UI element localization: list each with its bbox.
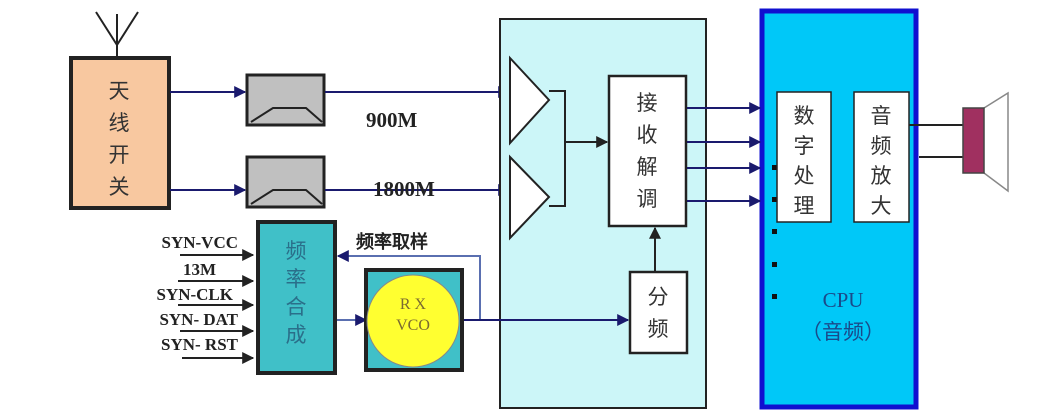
- demod-char: 收: [637, 123, 658, 147]
- synth-char: 合: [286, 295, 307, 319]
- audio-amp-char: 频: [871, 134, 892, 158]
- antenna-switch-char: 关: [109, 175, 130, 199]
- cpu-label: CPU: [823, 288, 864, 312]
- syn-input-label: 13M: [183, 260, 216, 279]
- speaker-icon: [962, 91, 1009, 193]
- audio-amp-char: 大: [871, 194, 892, 218]
- audio-amp-block: 音 频 放 大: [853, 91, 910, 223]
- frequency-synthesizer-block: 频 率 合 成: [256, 220, 337, 375]
- vco-label: VCO: [396, 317, 430, 334]
- band-1800-label: 1800M: [373, 177, 435, 201]
- cpu-sublabel: （音频）: [801, 320, 885, 344]
- divider-char: 频: [648, 317, 669, 341]
- lna-1800-icon: [509, 154, 551, 241]
- amp-combine-line: [549, 90, 607, 207]
- digital-processing-block: 数 字 处 理: [776, 91, 832, 223]
- vco-label: R X: [400, 296, 427, 313]
- rx-vco-block: R X VCO: [364, 268, 464, 372]
- syn-input-label: SYN- RST: [161, 335, 239, 354]
- filter-1800-block: [245, 155, 326, 209]
- syn-input-label: SYN-VCC: [162, 233, 239, 252]
- digital-char: 数: [794, 104, 815, 128]
- antenna-switch-char: 天: [109, 79, 130, 103]
- antenna-switch-char: 开: [109, 143, 130, 167]
- synth-char: 频: [286, 239, 307, 263]
- divider-block: 分 频: [628, 270, 689, 355]
- syn-input-label: SYN- DAT: [159, 310, 238, 329]
- band-900-label: 900M: [366, 108, 418, 132]
- digital-char: 理: [794, 194, 815, 218]
- synth-char: 成: [286, 323, 307, 347]
- synth-inputs: SYN-VCC 13M SYN-CLK SYN- DAT SYN- RST: [156, 233, 255, 364]
- frequency-sample-label: 频率取样: [356, 231, 428, 253]
- divider-char: 分: [648, 285, 669, 309]
- demod-char: 解: [637, 155, 658, 179]
- audio-amp-char: 放: [871, 164, 892, 188]
- synth-char: 率: [286, 267, 307, 291]
- antenna-switch-char: 线: [109, 111, 130, 135]
- digital-char: 字: [794, 134, 815, 158]
- filter-900-block: [245, 73, 326, 127]
- antenna-icon: [95, 11, 139, 58]
- demod-char: 接: [637, 91, 658, 115]
- audio-amp-char: 音: [871, 104, 892, 128]
- antenna-switch-block: 天 线 开 关: [69, 56, 171, 210]
- lna-900-icon: [509, 55, 551, 146]
- syn-input-label: SYN-CLK: [156, 285, 233, 304]
- digital-char: 处: [794, 164, 815, 188]
- demodulator-block: 接 收 解 调: [607, 74, 688, 228]
- demod-char: 调: [637, 187, 658, 211]
